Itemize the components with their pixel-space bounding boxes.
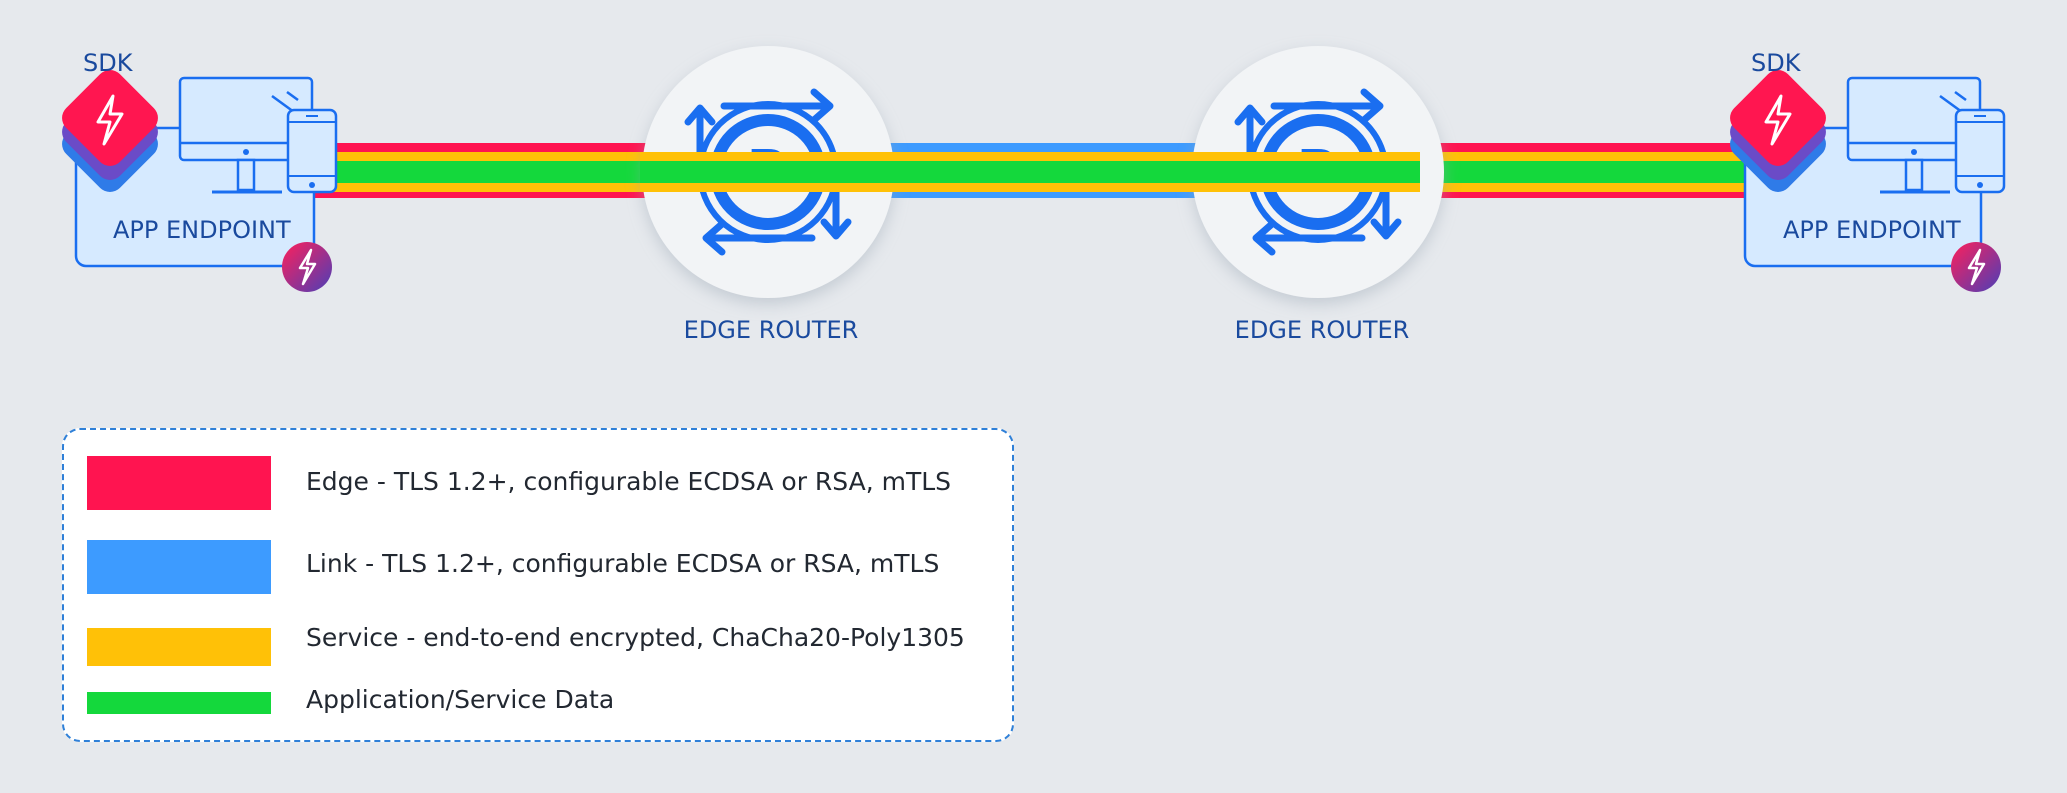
legend-text-service: Service - end-to-end encrypted, ChaCha20… xyxy=(306,623,965,652)
router-2-label: EDGE ROUTER xyxy=(1234,316,1410,344)
right-app-endpoint xyxy=(1730,70,2006,292)
sdk-stack-icon xyxy=(62,70,158,192)
legend-swatch-service xyxy=(87,628,271,666)
legend-text-edge: Edge - TLS 1.2+, configurable ECDSA or R… xyxy=(306,467,952,496)
phone-icon xyxy=(1954,108,2006,194)
legend-text-link: Link - TLS 1.2+, configurable ECDSA or R… xyxy=(306,549,940,578)
phone-icon xyxy=(286,108,338,194)
right-endpoint-label: APP ENDPOINT xyxy=(1783,216,1961,244)
monitor-icon xyxy=(178,76,314,194)
legend-box: Edge - TLS 1.2+, configurable ECDSA or R… xyxy=(62,428,1014,742)
tunnel-data-overlay xyxy=(640,161,1420,183)
sdk-stack-icon xyxy=(1730,70,1826,192)
ziti-badge-icon xyxy=(1951,242,2001,292)
left-sdk-label: SDK xyxy=(83,49,133,77)
left-app-endpoint xyxy=(62,70,338,292)
legend-swatch-link xyxy=(87,540,271,594)
router-1-label: EDGE ROUTER xyxy=(683,316,859,344)
legend-text-data: Application/Service Data xyxy=(306,685,615,714)
left-endpoint-label: APP ENDPOINT xyxy=(113,216,291,244)
monitor-icon xyxy=(1846,76,1982,194)
legend-swatch-edge xyxy=(87,456,271,510)
ziti-badge-icon xyxy=(282,242,332,292)
right-sdk-label: SDK xyxy=(1751,49,1801,77)
legend-swatch-data xyxy=(87,692,271,714)
